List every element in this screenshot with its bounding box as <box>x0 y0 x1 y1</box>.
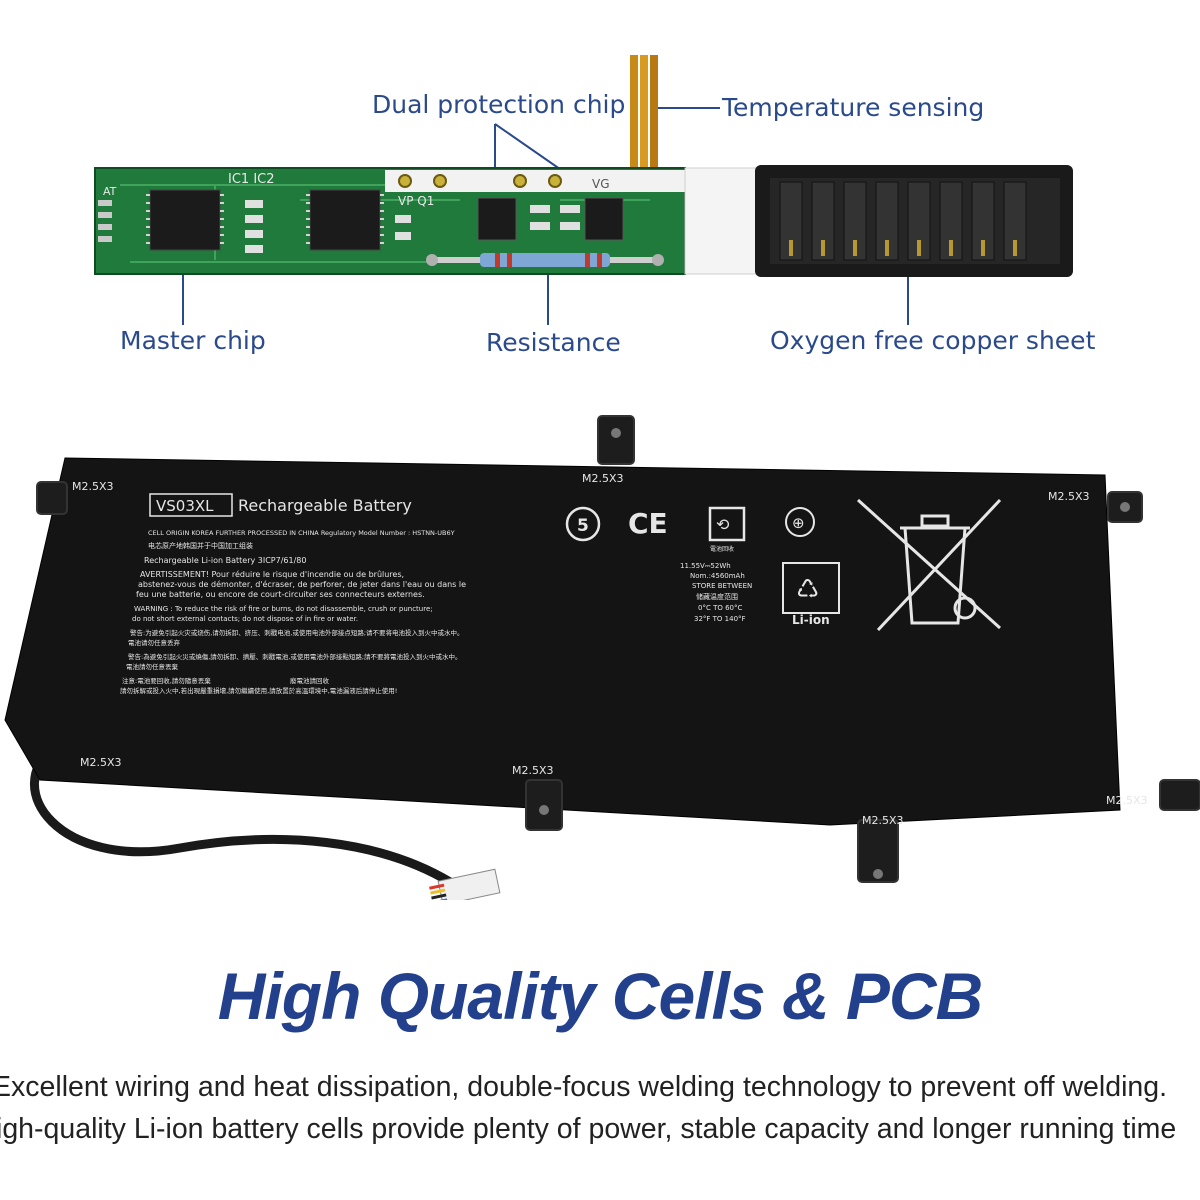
svg-text:5: 5 <box>577 516 589 536</box>
screw-label-5: M2.5X3 <box>512 764 554 777</box>
screw-label-7: M2.5X3 <box>1106 794 1148 807</box>
description-line-1: Excellent wiring and heat dissipation, d… <box>0 1071 1168 1103</box>
svg-text:電池回收: 電池回收 <box>710 545 734 553</box>
label-resistance: Resistance <box>486 328 621 357</box>
warning-fr-3: feu une batterie, ou encore de court-cir… <box>136 590 425 599</box>
warning-en-1: WARNING : To reduce the risk of fire or … <box>134 605 433 613</box>
spec-voltage: 11.55V⎓52Wh <box>680 562 731 570</box>
pcb-silk-vg: VG <box>592 177 610 191</box>
battery-cable <box>30 741 453 886</box>
crossed-out-bin-icon <box>856 498 1002 632</box>
svg-text:⟲: ⟲ <box>716 515 730 534</box>
note-3: 請勿拆解或投入火中,若出現嚴重損壞,請勿繼續使用,請放置於高溫環境中,電池漏液后… <box>120 686 397 695</box>
label-master-chip: Master chip <box>120 326 266 355</box>
label-dual-protection-chip: Dual protection chip <box>372 90 626 119</box>
store-celsius: 0°C TO 60°C <box>698 604 742 612</box>
screw-label-3: M2.5X3 <box>1048 490 1090 503</box>
note-1: 注意:電池要回收,請勿隨意丟棄 <box>122 676 211 685</box>
warning-fr-1: AVERTISSEMENT! Pour réduire le risque d'… <box>140 569 404 579</box>
svg-text:⊕: ⊕ <box>792 514 805 532</box>
li-ion-recycle-mark: ♺ Li-ion <box>782 562 840 627</box>
battery-origin-line: CELL ORIGIN KOREA FURTHER PROCESSED IN C… <box>148 529 455 537</box>
circle-5-mark: 5 <box>565 506 601 542</box>
battery-type-line: Rechargeable Li-ion Battery 3ICP7/61/80 <box>144 556 306 565</box>
warning-tw-1: 警告:為避免引起火災或燒傷,請勿拆卸、擠壓、刺戳電池,或使用電池外部接點短路;請… <box>128 652 462 661</box>
resistance-shunt <box>426 253 664 267</box>
note-2: 廢電池請回收 <box>290 676 330 685</box>
pcb-silk-ic1-ic2: IC1 IC2 <box>228 172 275 187</box>
store-cn: 储藏温度范围 <box>696 592 738 601</box>
battery-title: Rechargeable Battery <box>238 496 412 515</box>
battery-cn-line: 电芯原产地韩国并于中国加工组装 <box>148 541 253 550</box>
oxygen-free-copper-connector <box>755 165 1073 277</box>
svg-text:Li-ion: Li-ion <box>792 613 830 627</box>
gear-cert-mark: ⊕ <box>785 507 815 537</box>
battery-body <box>4 457 1121 826</box>
screw-label-6: M2.5X3 <box>862 814 904 827</box>
screw-label-2: M2.5X3 <box>582 472 624 485</box>
svg-text:♺: ♺ <box>796 575 819 605</box>
warning-tw-2: 電池請勿任意丟棄 <box>126 662 179 671</box>
warning-cn-2: 電池请勿任意丢弃 <box>128 638 181 647</box>
label-oxygen-free-copper-sheet: Oxygen free copper sheet <box>770 326 1096 355</box>
pcb-silk-vp-q1: VP Q1 <box>398 194 434 208</box>
pcb-silk-at: AT <box>103 185 117 198</box>
label-temperature-sensing: Temperature sensing <box>722 93 985 122</box>
warning-cn-1: 警告:为避免引起火灾或烧伤,请勿拆卸、挤压、刺戳电池,或使用电池外部接点短路;请… <box>130 628 464 637</box>
pcb-board-illustration: IC1 IC2 AT VP Q1 VG <box>94 55 1073 277</box>
battery-pack-illustration: M2.5X3 M2.5X3 M2.5X3 M2.5X3 M2.5X3 M2.5X… <box>4 415 1200 900</box>
store-between: STORE BETWEEN <box>692 582 752 590</box>
headline: High Quality Cells & PCB <box>217 959 983 1033</box>
dual-protection-chip-ic <box>477 197 624 241</box>
warning-en-2: do not short external contacts; do not d… <box>132 615 358 623</box>
battery-model: VS03XL <box>156 497 214 515</box>
battery-connector-plug <box>429 868 501 900</box>
store-fahrenheit: 32°F TO 140°F <box>694 615 746 623</box>
screw-label-4: M2.5X3 <box>80 756 122 769</box>
description-line-2: igh-quality Li-ion battery cells provide… <box>0 1113 1177 1145</box>
screw-label-1: M2.5X3 <box>72 480 114 493</box>
spec-capacity: Nom.:4560mAh <box>690 572 745 580</box>
temperature-sensor-wires <box>630 55 658 175</box>
warning-fr-2: abstenez-vous de démonter, d'écraser, de… <box>138 579 466 589</box>
ce-mark: CE <box>628 507 668 540</box>
recycle-mark: ⟲ 電池回收 <box>708 506 746 553</box>
